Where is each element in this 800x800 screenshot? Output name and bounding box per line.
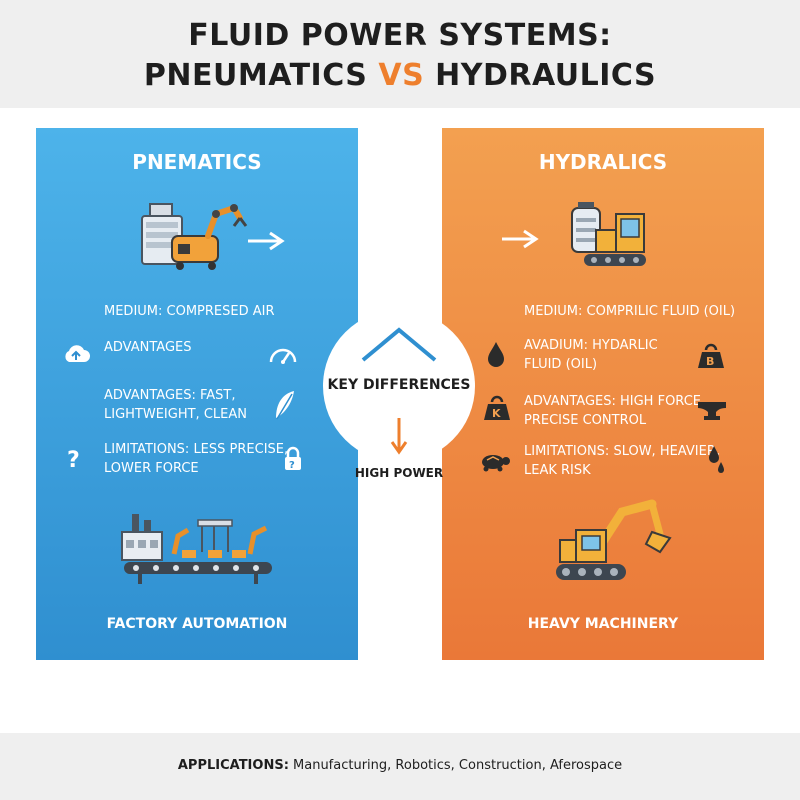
applications-text: APPLICATIONS: Manufacturing, Robotics, C… [0, 758, 800, 773]
footer: APPLICATIONS: Manufacturing, Robotics, C… [0, 733, 800, 800]
title-hydraulics: HYDRAULICS [424, 58, 657, 93]
weight-k-icon: K [482, 394, 512, 422]
gauge-icon [268, 344, 298, 364]
high-power-label: HIGH POWER [354, 466, 444, 480]
svg-text:?: ? [67, 448, 80, 472]
hydraulics-medium: MEDIUM: COMPRILIC FLUID (OIL) [524, 304, 736, 319]
title-pneumatics: PNEUMATICS [143, 58, 379, 93]
hydraulics-panel: HYDRALICS MEDIUM: COMPRILIC FLUID (OIL) [442, 128, 764, 660]
pneumatics-caption: FACTORY AUTOMATION [106, 616, 288, 632]
pneumatics-advantages: ADVANTAGES: FAST, LIGHTWEIGHT, CLEAN [104, 388, 247, 422]
oil-drop-icon [486, 340, 506, 368]
key-differences-label: KEY DIFFERENCES [327, 377, 471, 393]
page-title-line-1: FLUID POWER SYSTEMS: [188, 18, 612, 53]
turtle-icon [478, 450, 512, 472]
chevron-up-icon [359, 324, 439, 364]
pneumatics-title: PNEMATICS [132, 150, 262, 174]
pneumatics-advantages-header: ADVANTAGES [104, 340, 192, 355]
title-vs: VS [378, 58, 425, 93]
pneumatics-panel: PNEMATICS MEDIUM: COMPRESED AIR [36, 128, 358, 660]
header: FLUID POWER SYSTEMS: PNEUMATICS VS HYDRA… [0, 0, 800, 108]
cloud-upload-icon [62, 344, 90, 366]
hydraulics-caption: HEAVY MACHINERY [527, 616, 679, 632]
oil-drip-icon [706, 444, 726, 474]
key-differences-circle: KEY DIFFERENCES [323, 310, 475, 462]
page-title-line-2: PNEUMATICS VS HYDRAULICS [0, 58, 800, 93]
arrow-down-icon [389, 416, 409, 456]
svg-text:K: K [492, 407, 501, 420]
factory-conveyor-icon [118, 506, 278, 586]
arrow-right-icon [500, 228, 540, 250]
hydraulics-limitations: LIMITATIONS: SLOW, HEAVIER, LEAK RISK [524, 444, 720, 478]
hydraulics-title: HYDRALICS [538, 150, 668, 174]
applications-list: Manufacturing, Robotics, Construction, A… [288, 758, 623, 773]
hydraulics-advantages: ADVANTAGES: HIGH FORCE, PRECISE CONTROL [524, 394, 706, 428]
excavator-icon [546, 494, 676, 594]
feather-icon [272, 388, 298, 422]
padlock-icon: ? [282, 446, 304, 472]
hydraulic-pump-icon [566, 200, 656, 272]
pneumatics-limitations: LIMITATIONS: LESS PRECISE, LOWER FORCE [104, 442, 289, 476]
question-mark-icon: ? [64, 446, 84, 472]
weight-b-icon: B [696, 342, 726, 370]
applications-label: APPLICATIONS: [177, 758, 289, 773]
svg-text:B: B [706, 355, 714, 368]
arrow-right-icon [246, 230, 286, 252]
anvil-icon [696, 400, 728, 422]
hydraulics-medium-detail: AVADIUM: HYDARLIC FLUID (OIL) [524, 338, 658, 372]
svg-text:?: ? [289, 460, 295, 471]
compressor-robot-arm-icon [136, 200, 256, 272]
pneumatics-medium: MEDIUM: COMPRESED AIR [104, 304, 275, 319]
